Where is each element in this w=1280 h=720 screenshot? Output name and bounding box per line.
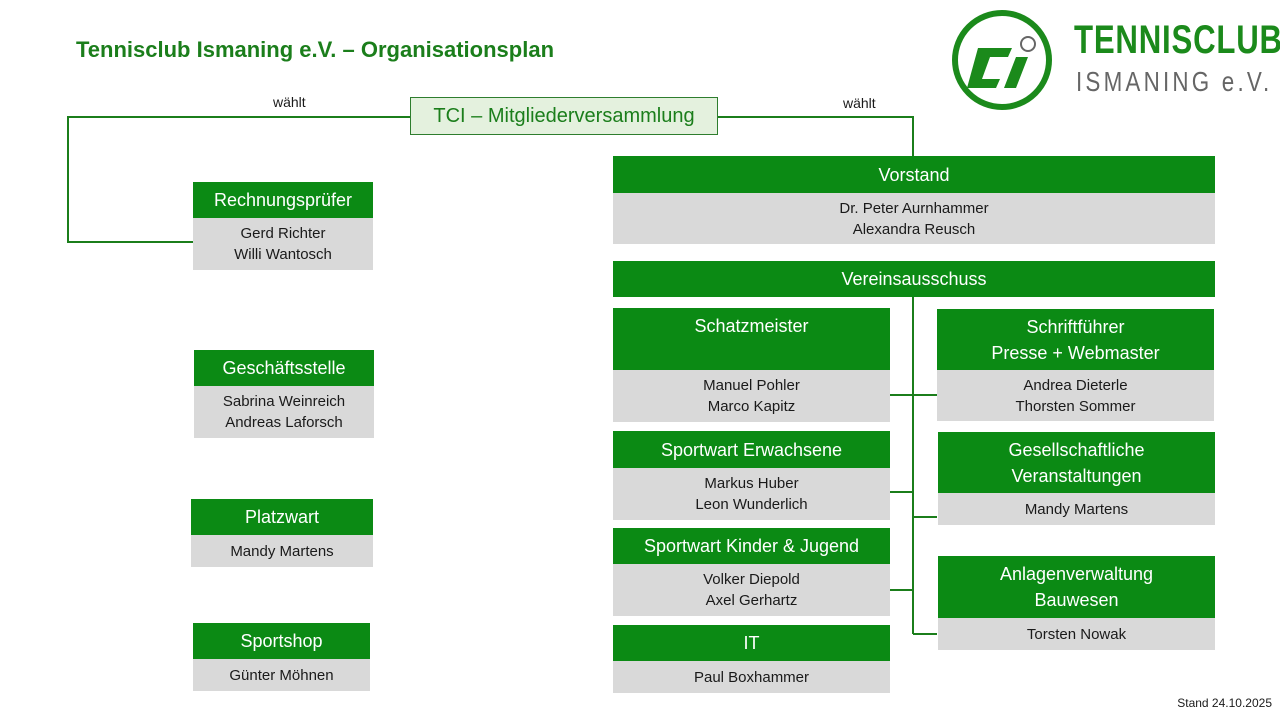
secretary-name: Andrea Dieterle — [1023, 376, 1128, 394]
groundskeeper-name: Mandy Martens — [230, 542, 334, 560]
sports-adults-name: Leon Wunderlich — [695, 496, 808, 513]
it-title: IT — [613, 625, 890, 661]
logo-text-line1: TENNISCLUB — [1074, 18, 1280, 62]
secretary-title: Schriftführer Presse + Webmaster — [937, 309, 1214, 370]
sports-youth-title: Sportwart Kinder & Jugend — [613, 528, 890, 564]
facilities-names: Torsten Nowak — [938, 618, 1215, 650]
facilities-name: Torsten Nowak — [1026, 625, 1127, 643]
secretary-box: Schriftführer Presse + Webmaster Andrea … — [937, 309, 1214, 421]
facilities-title: Anlagenverwaltung Bauwesen — [938, 556, 1215, 618]
elects-label-right: wählt — [843, 95, 876, 111]
sports-adults-name: Markus Huber — [704, 475, 799, 492]
it-names: Paul Boxhammer — [613, 661, 890, 693]
sports-youth-names: Volker Diepold Axel Gerhartz — [613, 564, 890, 616]
page-title: Tennisclub Ismaning e.V. – Organisations… — [76, 37, 555, 62]
social-events-title-line: Gesellschaftliche — [1008, 439, 1145, 460]
committee-box: Vereinsausschuss — [613, 261, 1215, 297]
office-names: Sabrina Weinreich Andreas Laforsch — [194, 386, 374, 438]
sports-adults-box: Sportwart Erwachsene Markus Huber Leon W… — [613, 431, 890, 520]
logo-text-line2: ISMANING e.V. — [1076, 66, 1273, 97]
facilities-title-line: Anlagenverwaltung — [999, 564, 1154, 584]
sports-youth-name: Axel Gerhartz — [705, 592, 798, 609]
shop-name: Günter Möhnen — [229, 666, 334, 684]
it-box: IT Paul Boxhammer — [613, 625, 890, 693]
club-logo — [952, 10, 1052, 110]
social-events-box: Gesellschaftliche Veranstaltungen Mandy … — [938, 432, 1215, 525]
groundskeeper-title: Platzwart — [191, 499, 373, 535]
sports-youth-box: Sportwart Kinder & Jugend Volker Diepold… — [613, 528, 890, 616]
members-assembly-box: TCI – Mitgliederversammlung — [410, 97, 718, 135]
social-events-title: Gesellschaftliche Veranstaltungen — [938, 432, 1215, 493]
shop-box: Sportshop Günter Möhnen — [193, 623, 370, 691]
elects-label-left: wählt — [273, 94, 306, 110]
groundskeeper-box: Platzwart Mandy Martens — [191, 499, 373, 567]
facilities-title-line: Bauwesen — [1034, 590, 1119, 610]
office-title: Geschäftsstelle — [194, 350, 374, 386]
secretary-name: Thorsten Sommer — [1015, 397, 1136, 415]
auditors-title: Rechnungsprüfer — [193, 182, 373, 218]
treasurer-names: Manuel Pohler Marco Kapitz — [613, 370, 890, 422]
sports-adults-title: Sportwart Erwachsene — [613, 431, 890, 468]
secretary-names: Andrea Dieterle Thorsten Sommer — [937, 370, 1214, 421]
treasurer-name: Marco Kapitz — [707, 398, 796, 415]
date-stamp: Stand 24.10.2025 — [1177, 696, 1272, 710]
groundskeeper-names: Mandy Martens — [191, 535, 373, 567]
board-member-name: Dr. Peter Aurnhammer — [839, 199, 989, 217]
auditor-name: Gerd Richter — [240, 225, 326, 242]
board-title: Vorstand — [613, 156, 1215, 193]
social-events-names: Mandy Martens — [938, 493, 1215, 525]
treasurer-box: Schatzmeister Manuel Pohler Marco Kapitz — [613, 308, 890, 422]
committee-title: Vereinsausschuss — [613, 261, 1215, 297]
office-name: Sabrina Weinreich — [222, 393, 346, 410]
board-box: Vorstand Dr. Peter Aurnhammer Alexandra … — [613, 156, 1215, 244]
social-events-name: Mandy Martens — [1024, 500, 1129, 518]
sports-youth-name: Volker Diepold — [703, 571, 800, 588]
auditor-name: Willi Wantosch — [234, 246, 332, 263]
shop-title: Sportshop — [193, 623, 370, 659]
auditors-box: Rechnungsprüfer Gerd Richter Willi Wanto… — [193, 182, 373, 270]
office-box: Geschäftsstelle Sabrina Weinreich Andrea… — [194, 350, 374, 438]
board-names: Dr. Peter Aurnhammer Alexandra Reusch — [613, 193, 1215, 244]
shop-names: Günter Möhnen — [193, 659, 370, 691]
auditors-names: Gerd Richter Willi Wantosch — [193, 218, 373, 270]
office-name: Andreas Laforsch — [225, 414, 343, 431]
board-member-name: Alexandra Reusch — [852, 220, 976, 238]
social-events-title-line: Veranstaltungen — [1011, 465, 1142, 486]
facilities-box: Anlagenverwaltung Bauwesen Torsten Nowak — [938, 556, 1215, 650]
treasurer-title: Schatzmeister — [613, 308, 890, 370]
secretary-title-line: Presse + Webmaster — [991, 342, 1160, 363]
secretary-title-line: Schriftführer — [1026, 316, 1125, 337]
sports-adults-names: Markus Huber Leon Wunderlich — [613, 468, 890, 520]
treasurer-name: Manuel Pohler — [703, 377, 800, 394]
it-name: Paul Boxhammer — [693, 668, 810, 686]
